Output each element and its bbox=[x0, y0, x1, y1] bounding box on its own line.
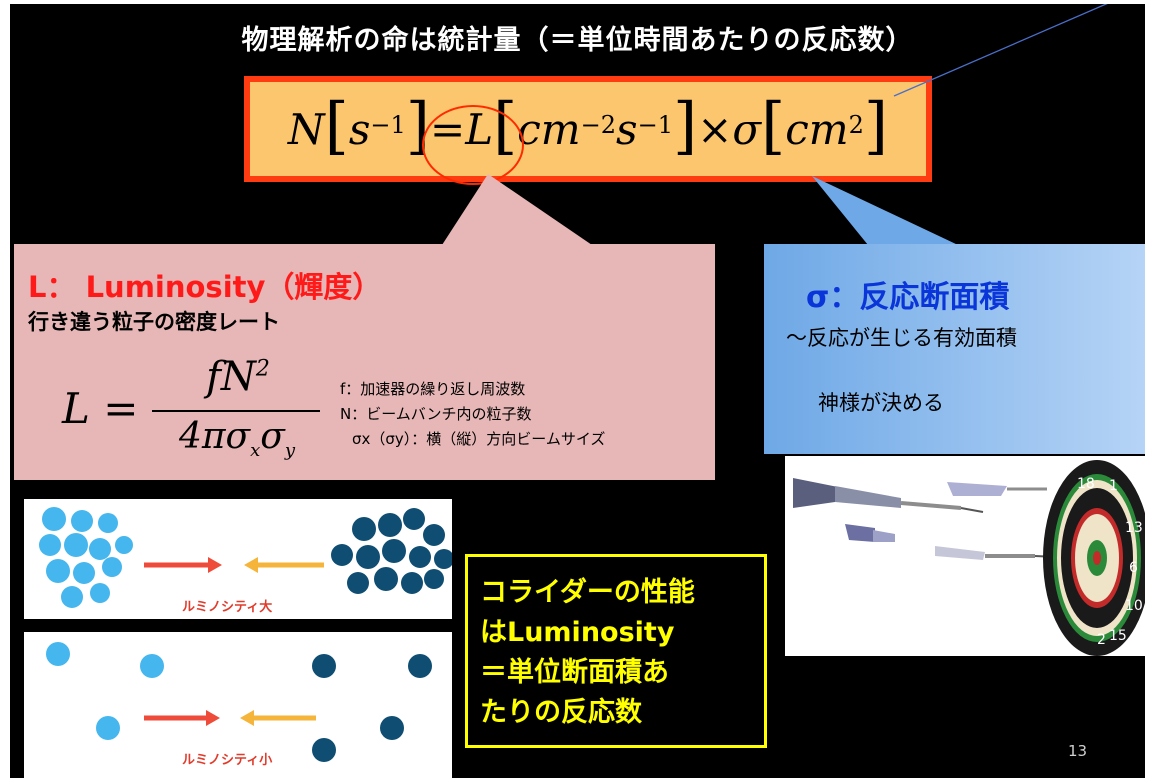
dart-icon bbox=[935, 546, 1058, 560]
collider-line: ＝単位断面積あ bbox=[480, 657, 669, 688]
luminosity-title: L： Luminosity（輝度） bbox=[28, 270, 382, 304]
darts-illustration: 18 1 13 6 10 15 2 bbox=[793, 460, 1145, 656]
low-luminosity-label: ルミノシティ小 bbox=[182, 753, 272, 768]
callout-shapes bbox=[442, 4, 1108, 245]
dart-icon bbox=[947, 482, 1047, 496]
fraction-line bbox=[152, 410, 320, 412]
formula-cm: cm bbox=[785, 104, 849, 154]
collider-line: たりの反応数 bbox=[480, 697, 642, 728]
low-luminosity-diagram: ルミノシティ小 bbox=[24, 632, 452, 778]
formula-sigma: σ bbox=[732, 104, 762, 154]
cross-section-title: σ：反応断面積 bbox=[806, 280, 1010, 315]
formula-exp: −1 bbox=[370, 111, 406, 139]
svg-text:15: 15 bbox=[1109, 628, 1127, 644]
dartboard-icon bbox=[1043, 460, 1145, 656]
legend-line: f：加速器の繰り返し周波数 bbox=[340, 380, 526, 398]
collider-performance-box: コライダーの性能 はLuminosity ＝単位断面積あ たりの反応数 bbox=[465, 554, 767, 748]
low-luminosity-illustration: ルミノシティ小 bbox=[46, 642, 432, 768]
collider-line: はLuminosity bbox=[480, 617, 675, 648]
cross-section-callout-tail bbox=[812, 176, 958, 245]
slide: 物理解析の命は統計量（＝単位時間あたりの反応数） N [ s−1 ] = L [… bbox=[10, 4, 1145, 778]
luminosity-subtitle: 行き違う粒子の密度レート bbox=[28, 310, 280, 334]
formula-exp: 2 bbox=[848, 111, 864, 139]
luminosity-callout bbox=[14, 244, 715, 480]
formula-times: × bbox=[697, 104, 733, 154]
sparse-dark-particles bbox=[312, 654, 432, 762]
collision-arrows bbox=[144, 557, 324, 573]
dart-icon bbox=[793, 478, 984, 513]
legend-line: σx（σy）：横（縦）方向ビームサイズ bbox=[352, 430, 606, 448]
svg-text:13: 13 bbox=[1125, 520, 1143, 536]
collider-performance-text: コライダーの性能 はLuminosity ＝単位断面積あ たりの反応数 bbox=[480, 573, 695, 733]
luminosity-formula: L = fN2 4πσxσy bbox=[62, 354, 322, 474]
collider-line: コライダーの性能 bbox=[480, 577, 695, 608]
formula-s: s bbox=[616, 104, 638, 154]
svg-text:18: 18 bbox=[1077, 476, 1095, 492]
legend-line: N：ビームバンチ内の粒子数 bbox=[340, 405, 532, 423]
formula-n: N bbox=[287, 104, 325, 154]
dart-icon bbox=[845, 524, 895, 542]
luminosity-formula-lhs: L = bbox=[62, 384, 139, 433]
dartboard-image: 18 1 13 6 10 15 2 bbox=[785, 456, 1145, 656]
cross-section-note: 神様が決める bbox=[818, 391, 944, 415]
collision-arrows bbox=[144, 710, 316, 726]
page-number: 13 bbox=[1068, 742, 1088, 760]
dartboard-numbers: 18 1 13 6 10 15 2 bbox=[1077, 476, 1143, 648]
luminosity-legend: f：加速器の繰り返し周波数 N：ビームバンチ内の粒子数 σx（σy）：横（縦）方… bbox=[340, 377, 605, 452]
sparse-light-particles bbox=[46, 642, 164, 740]
luminosity-formula-numerator: fN2 bbox=[206, 354, 270, 400]
light-particle-cluster bbox=[39, 507, 133, 608]
high-luminosity-illustration: ルミノシティ大 bbox=[39, 507, 454, 615]
high-luminosity-diagram: ルミノシティ大 bbox=[24, 499, 454, 619]
svg-text:6: 6 bbox=[1129, 560, 1138, 576]
formula-s: s bbox=[348, 104, 371, 154]
cross-section-description: ～反応が生じる有効面積 bbox=[786, 326, 1017, 350]
formula-exp: −1 bbox=[637, 111, 673, 139]
luminosity-formula-denominator: 4πσxσy bbox=[178, 416, 296, 462]
cross-section-callout bbox=[764, 244, 1145, 454]
luminosity-callout-tail bbox=[442, 174, 592, 245]
formula-exp: −2 bbox=[580, 111, 617, 139]
slide-title: 物理解析の命は統計量（＝単位時間あたりの反応数） bbox=[241, 25, 914, 56]
luminosity-highlight-circle bbox=[422, 105, 524, 185]
formula-cm: cm bbox=[517, 104, 581, 154]
svg-text:2: 2 bbox=[1097, 632, 1106, 648]
svg-text:10: 10 bbox=[1125, 598, 1143, 614]
dark-particle-cluster bbox=[331, 508, 454, 594]
svg-text:1: 1 bbox=[1109, 478, 1118, 494]
high-luminosity-label: ルミノシティ大 bbox=[182, 599, 272, 615]
pointer-line bbox=[893, 4, 1108, 97]
